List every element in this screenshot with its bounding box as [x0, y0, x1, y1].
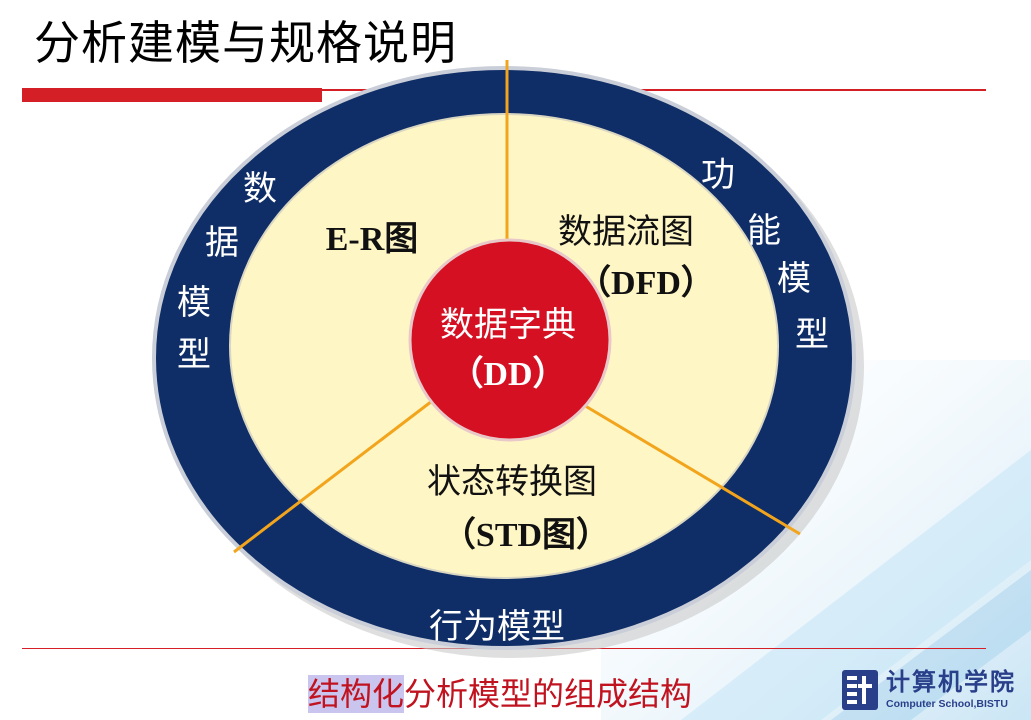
school-logo-name: 计算机学院 — [886, 668, 1016, 696]
data-model-char-4: 型 — [177, 335, 211, 375]
function-model-char-2: 能 — [747, 211, 781, 251]
diagram-caption: 结构化分析模型的组成结构 — [308, 672, 692, 716]
std-label: 状态转换图 — [427, 462, 597, 502]
behavior-model-label: 行为模型 — [429, 607, 565, 647]
school-logo: 计算机学院 Computer School,BISTU — [842, 668, 1022, 716]
slide-title: 分析建模与规格说明 — [34, 16, 457, 70]
er-diagram-label: E-R图 — [326, 221, 419, 258]
school-logo-english: Computer School,BISTU — [886, 698, 1008, 710]
data-model-char-3: 模 — [177, 283, 211, 323]
school-logo-icon — [842, 670, 878, 710]
center-circle — [408, 238, 612, 442]
dfd-label: 数据流图 — [558, 212, 694, 252]
center-label: 数据字典 — [440, 305, 576, 345]
divider-right — [581, 402, 801, 536]
function-model-char-1: 功 — [701, 155, 735, 195]
std-sublabel: （STD图） — [442, 515, 610, 554]
caption-highlight: 结构化 — [308, 675, 405, 713]
title-underline — [322, 89, 986, 91]
divider-left — [233, 396, 437, 554]
data-model-char-1: 数 — [243, 169, 277, 209]
caption-text: 分析模型的组成结构 — [404, 675, 693, 713]
title-accent-bar — [22, 88, 322, 102]
data-model-char-2: 据 — [205, 223, 239, 263]
dfd-sublabel: （DFD） — [577, 263, 715, 302]
function-model-char-4: 型 — [795, 315, 829, 355]
center-sublabel: （DD） — [449, 354, 566, 393]
function-model-char-3: 模 — [777, 259, 811, 299]
